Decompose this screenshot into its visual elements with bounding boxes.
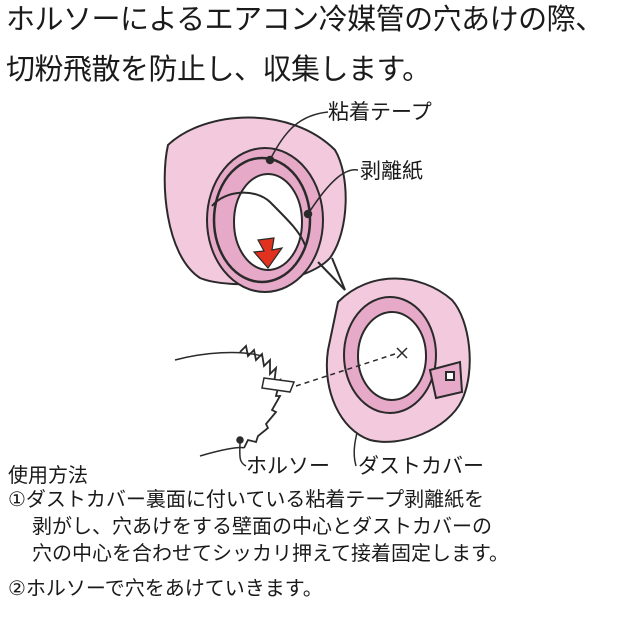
usage-step-1-line-3: 穴の中心を合わせてシッカリ押えて接着固定します。 (32, 541, 509, 565)
detail-release-paper-peel (211, 191, 306, 246)
usage-step-2-line-1: ②ホルソーで穴をあけていきます。 (8, 576, 323, 600)
detail-adhesive-tape-ring (212, 156, 312, 284)
hole-saw-teeth (239, 344, 282, 449)
callout-dust-cover: ダストカバー (358, 454, 484, 478)
hole-saw-drill-bit (261, 377, 296, 393)
headline-line-2: 切粉飛散を防止し、収集します。 (6, 52, 431, 86)
headline-line-1: ホルソーによるエアコン冷媒管の穴あけの際、 (6, 2, 604, 36)
callout-adhesive-tape: 粘着テープ (328, 100, 432, 124)
detail-pointer (317, 257, 346, 291)
usage-step-1-line-2: 剥がし、穴あけをする壁面の中心とダストカバーの (32, 514, 492, 538)
callout-release-paper: 剥離紙 (360, 159, 423, 183)
dust-cover-hole (357, 311, 427, 401)
dust-cover-detail (163, 116, 347, 293)
product-illustration (163, 111, 471, 467)
usage-instructions: 使用方法 ①ダストカバー裏面に付いている粘着テープ剥離紙を 剥がし、穴あけをする… (8, 463, 633, 604)
usage-step-1-line-1: ①ダストカバー裏面に付いている粘着テープ剥離紙を (8, 487, 485, 511)
usage-step-1: ①ダストカバー裏面に付いている粘着テープ剥離紙を 剥がし、穴あけをする壁面の中心… (8, 486, 633, 567)
red-arrow-icon (252, 237, 284, 269)
dust-cover-center-mark (396, 347, 408, 359)
usage-title: 使用方法 (8, 463, 88, 487)
hole-saw-bottom (199, 446, 245, 457)
dust-cover-screw (445, 371, 455, 381)
dust-cover (325, 277, 471, 443)
hole-saw (174, 344, 399, 457)
detail-inner-hole (233, 173, 303, 271)
callout-hole-saw: ホルソー (246, 454, 330, 478)
usage-step-2: ②ホルソーで穴をあけていきます。 (8, 575, 633, 602)
